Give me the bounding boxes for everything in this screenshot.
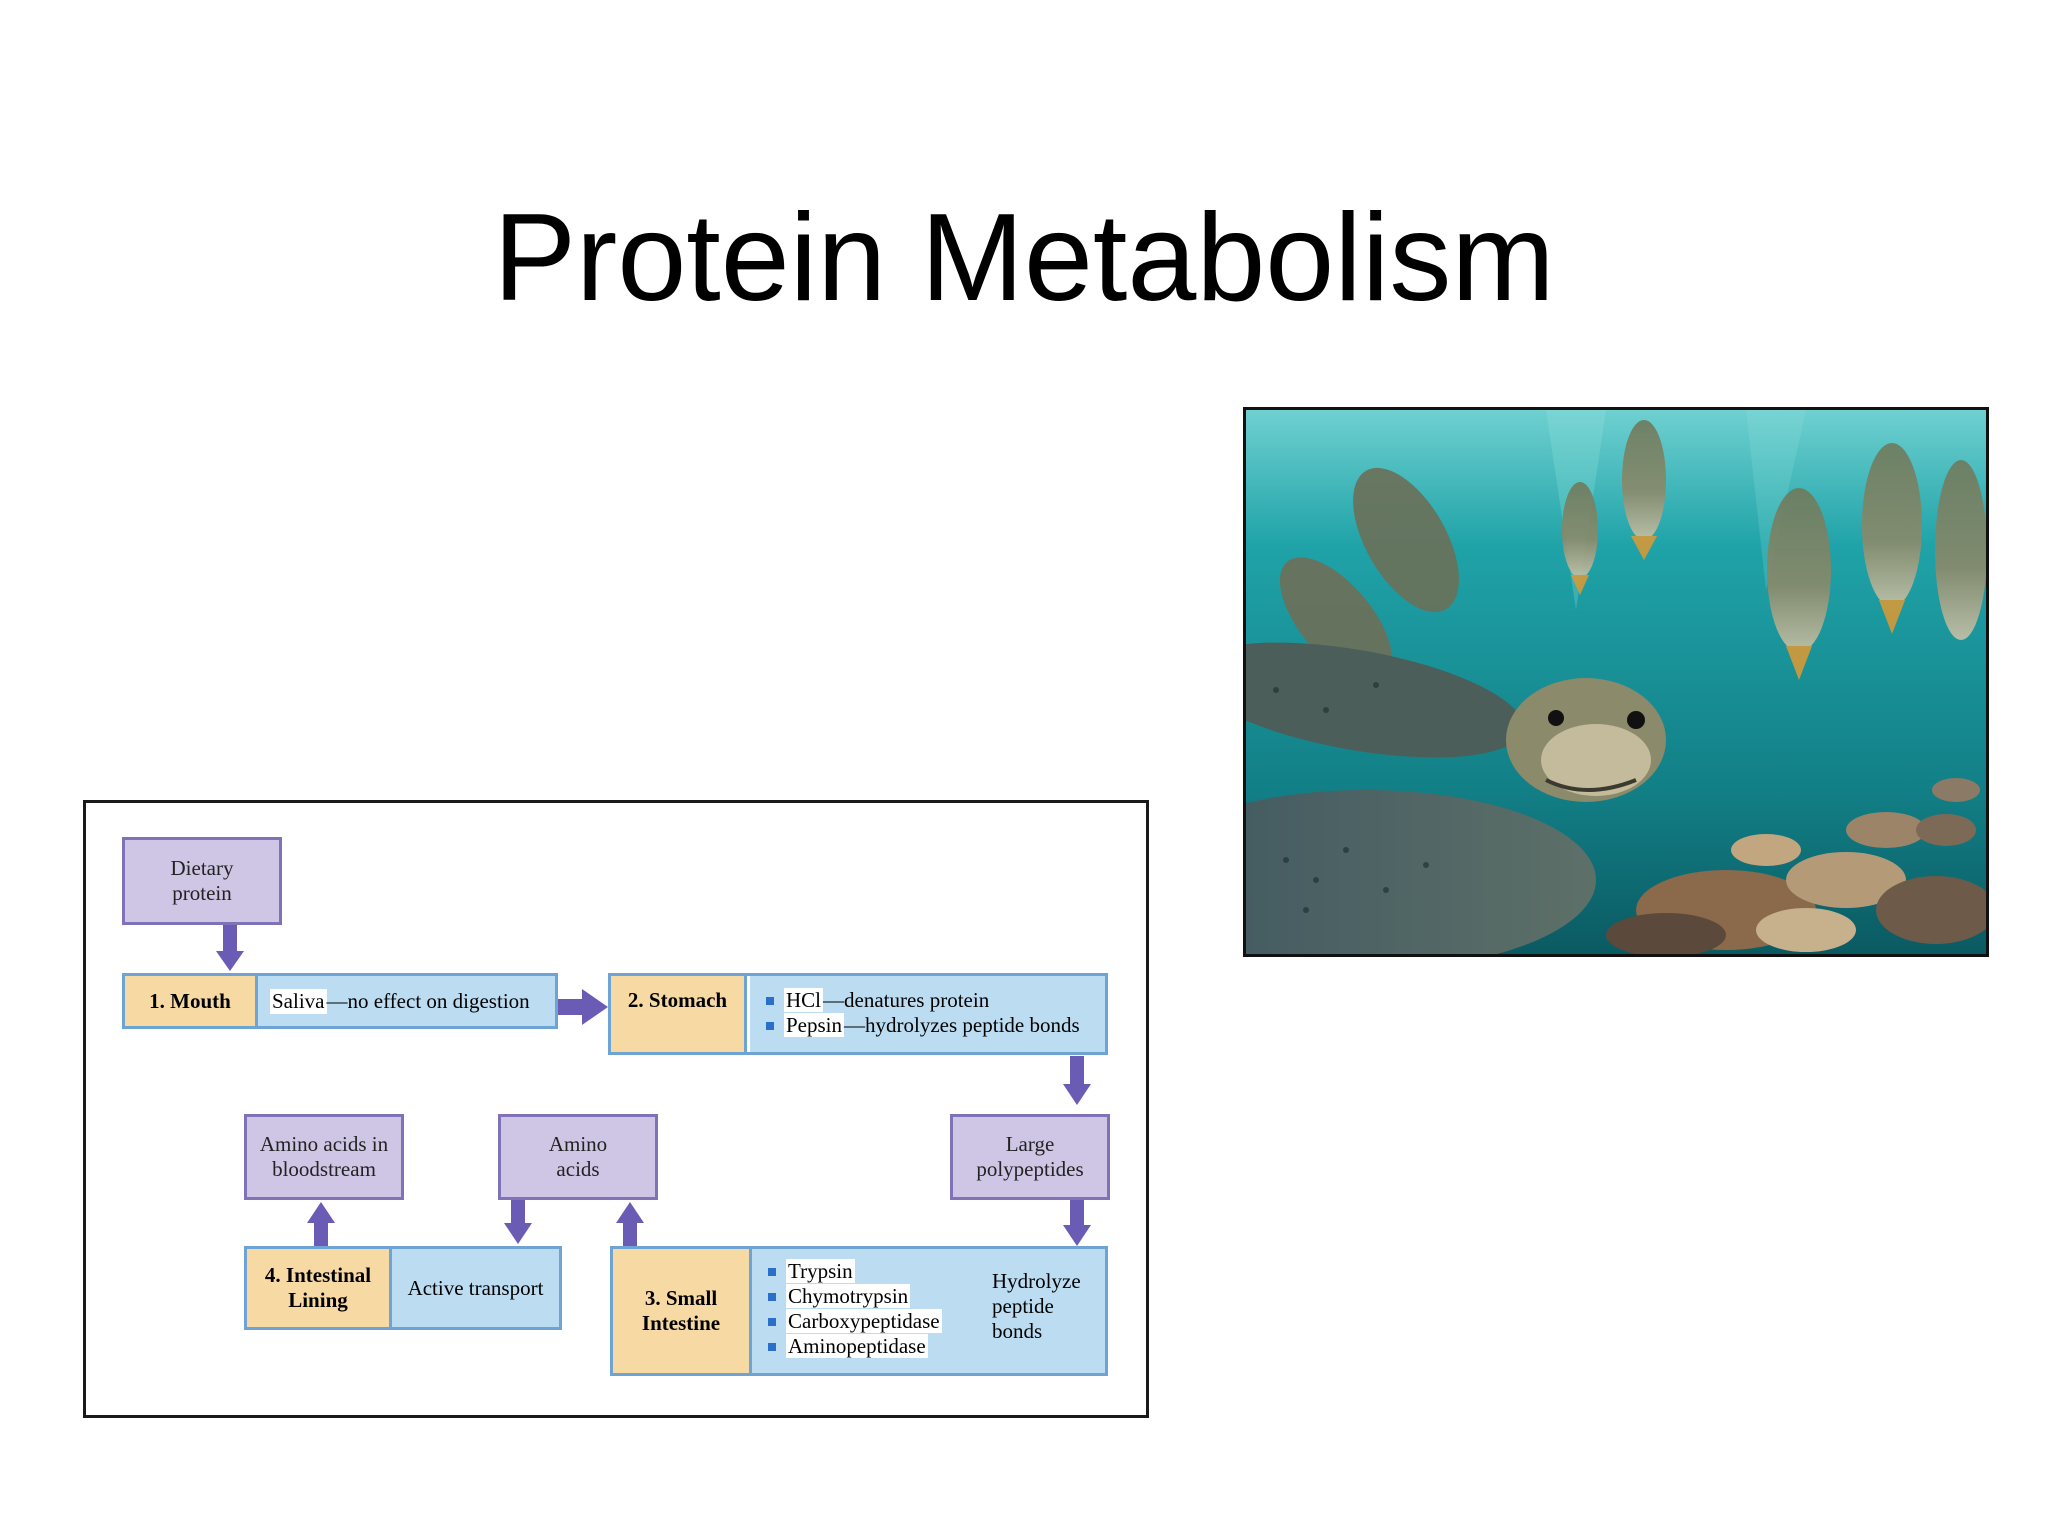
amino-acids-bloodstream-label: Amino acids in bloodstream <box>259 1132 389 1181</box>
dietary-protein-label: Dietary protein <box>170 856 234 905</box>
saliva-effect: —no effect on digestion <box>326 988 530 1013</box>
intestinal-lining-label-text: 4. Intestinal Lining <box>264 1263 372 1312</box>
stage-stomach: 2. Stomach HCl—denatures protein Pepsin—… <box>608 973 1108 1055</box>
stomach-label: 2. Stomach <box>611 976 747 1052</box>
small-intestine-description: Trypsin Chymotrypsin Carboxypeptidase Am… <box>752 1249 1105 1373</box>
pepsin-effect: —hydrolyzes peptide bonds <box>844 1013 1080 1037</box>
arrow-stomach-to-polypeptides <box>1063 1056 1091 1105</box>
large-polypeptides-box: Large polypeptides <box>950 1114 1110 1200</box>
arrow-amino-acids-to-lining <box>504 1199 532 1244</box>
foreground-salmon <box>1246 642 1666 954</box>
large-polypeptides-label: Large polypeptides <box>976 1132 1084 1181</box>
enzyme-item: Chymotrypsin <box>764 1284 942 1309</box>
stomach-item-hcl: HCl—denatures protein <box>762 988 1105 1013</box>
enzyme-item: Carboxypeptidase <box>764 1309 942 1334</box>
arrow-mouth-to-stomach <box>558 989 608 1025</box>
hcl-effect: —denatures protein <box>823 988 990 1012</box>
hydrolyze-note: Hydrolyze peptide bonds <box>992 1269 1081 1343</box>
intestinal-lining-description: Active transport <box>392 1249 559 1327</box>
small-intestine-label-text: 3. Small Intestine <box>641 1286 721 1335</box>
arrow-small-intestine-to-amino-acids <box>616 1202 644 1247</box>
mouth-label: 1. Mouth <box>125 976 258 1026</box>
fish-speckles <box>1273 682 1429 913</box>
enzyme-item: Aminopeptidase <box>764 1334 942 1359</box>
digestion-flow-diagram: Dietary protein 1. Mouth Saliva—no effec… <box>83 800 1149 1418</box>
amino-acids-box: Amino acids <box>498 1114 658 1200</box>
flow-arrows <box>216 925 1091 1374</box>
arrow-polypeptides-to-small-intestine <box>1063 1199 1091 1246</box>
stage-intestinal-lining: 4. Intestinal Lining Active transport <box>244 1246 562 1330</box>
slide-title: Protein Metabolism <box>493 189 1555 327</box>
mouth-description: Saliva—no effect on digestion <box>258 976 555 1026</box>
intestinal-lining-label: 4. Intestinal Lining <box>247 1249 392 1327</box>
arrow-dietary-to-mouth <box>216 925 244 971</box>
enzyme-item: Trypsin <box>764 1259 942 1284</box>
salmon-photo <box>1243 407 1989 957</box>
stomach-description: HCl—denatures protein Pepsin—hydrolyzes … <box>750 976 1105 1052</box>
amino-acids-bloodstream-box: Amino acids in bloodstream <box>244 1114 404 1200</box>
dietary-protein-box: Dietary protein <box>122 837 282 925</box>
stage-mouth: 1. Mouth Saliva—no effect on digestion <box>122 973 558 1029</box>
amino-acids-label: Amino acids <box>548 1132 608 1181</box>
underwater-salmon-image <box>1246 410 1986 954</box>
pepsin-term: Pepsin <box>784 1013 845 1037</box>
saliva-term: Saliva <box>270 988 327 1014</box>
stomach-item-pepsin: Pepsin—hydrolyzes peptide bonds <box>762 1013 1105 1038</box>
hcl-term: HCl <box>784 988 824 1012</box>
stage-small-intestine: 3. Small Intestine Trypsin Chymotrypsin … <box>610 1246 1108 1376</box>
enzyme-list: Trypsin Chymotrypsin Carboxypeptidase Am… <box>764 1259 942 1359</box>
small-intestine-label: 3. Small Intestine <box>613 1249 752 1373</box>
arrow-lining-to-bloodstream <box>307 1202 335 1247</box>
riverbed-rocks <box>1606 778 1986 954</box>
